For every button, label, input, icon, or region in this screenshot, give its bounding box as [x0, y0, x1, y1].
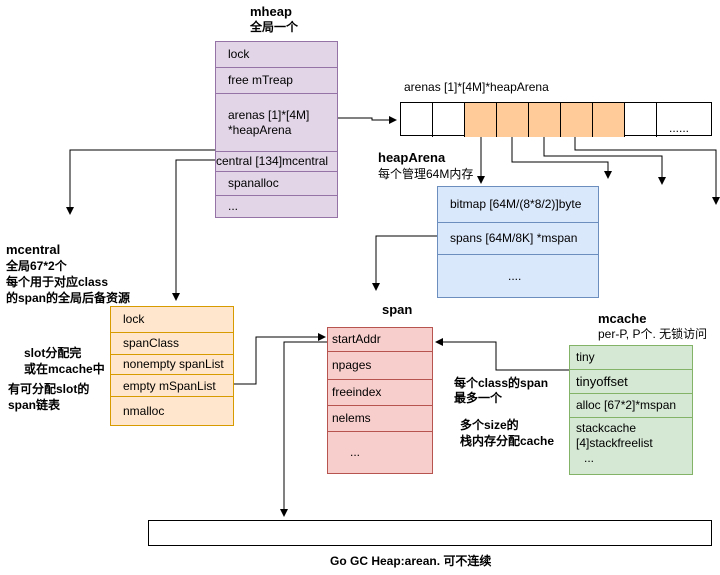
- mcentral-field-nmalloc: nmalloc: [123, 403, 165, 418]
- arena-slot-used: [465, 103, 497, 137]
- mcache-title: mcache: [598, 311, 647, 326]
- mcentral-struct-tail: nmalloc: [110, 396, 234, 426]
- mcache-note-1b: 最多一个: [454, 391, 503, 405]
- arenas-ellipsis: ......: [669, 121, 690, 135]
- mheap-field-lock: lock: [216, 42, 337, 68]
- mcentral-note-2a: 有可分配slot的: [8, 382, 90, 396]
- mcentral-desc-2: 每个用于对应class: [6, 275, 109, 289]
- gc-heap-bar: [148, 520, 712, 546]
- span-field-npages: npages: [328, 352, 432, 380]
- arenas-label: arenas [1]*[4M]*heapArena: [404, 80, 549, 94]
- mheap-struct: lock free mTreap arenas [1]*[4M] *heapAr…: [215, 41, 338, 218]
- mcache-field-alloc: alloc [67*2]*mspan: [570, 394, 692, 418]
- mheap-subtitle: 全局一个: [250, 20, 299, 34]
- arrow-central-to-mcentral: [172, 159, 215, 301]
- arrow-mheap-to-arenas: [338, 116, 397, 124]
- span-struct: startAddr npages freeindex nelems ...: [327, 327, 433, 474]
- mcache-field-tiny: tiny: [570, 346, 692, 370]
- mcentral-field-empty: empty mSpanList: [123, 378, 216, 393]
- arena-slot: [625, 103, 657, 137]
- arrow-span-to-heap: [280, 341, 327, 517]
- mcache-subtitle: per-P, P个. 无锁访问: [598, 327, 708, 341]
- heaparena-field-more: ....: [508, 268, 522, 283]
- mcentral-desc-3: 的span的全局后备资源: [6, 291, 131, 305]
- arrow-arena-fan-2: [543, 136, 666, 185]
- heaparena-subtitle: 每个管理64M内存: [378, 167, 474, 181]
- span-field-nelems: nelems: [328, 406, 432, 432]
- mcache-note-2a: 多个size的: [460, 418, 519, 432]
- mcentral-title: mcentral: [6, 242, 61, 257]
- arrow-spans-to-span: [372, 235, 437, 291]
- mheap-field-arenas: arenas [1]*[4M] *heapArena: [216, 94, 337, 152]
- arena-slot-used: [529, 103, 561, 137]
- mheap-field-free: free mTreap: [216, 68, 337, 94]
- arrow-mcache-to-span: [435, 338, 569, 371]
- heaparena-field-spans: spans [64M/8K] *mspan: [438, 223, 598, 255]
- arrow-mcentral-to-span: [233, 333, 326, 385]
- mcache-field-tinyoffset: tinyoffset: [570, 370, 692, 394]
- mcentral-struct: lock spanClass nonempty spanList empty m…: [110, 306, 234, 397]
- mcentral-note-1b: 或在mcache中: [24, 362, 105, 376]
- mcentral-field-lock: lock: [111, 307, 233, 333]
- span-field-startaddr: startAddr: [328, 328, 432, 352]
- arena-slot: [401, 103, 433, 137]
- heaparena-struct: bitmap [64M/(8*8/2)]byte spans [64M/8K] …: [437, 186, 599, 298]
- gc-heap-caption: Go GC Heap:arean. 可不连续: [330, 554, 492, 568]
- mcentral-desc-1: 全局67*2个: [6, 259, 67, 273]
- mcache-struct: tiny tinyoffset alloc [67*2]*mspan stack…: [569, 345, 693, 475]
- heaparena-field-bitmap: bitmap [64M/(8*8/2)]byte: [438, 187, 598, 223]
- mheap-field-more: ...: [228, 199, 239, 213]
- mcentral-note-2b: span链表: [8, 398, 61, 412]
- mheap-title: mheap: [250, 4, 292, 19]
- arrow-arena-fan-1: [511, 136, 612, 179]
- arena-slot-used: [561, 103, 593, 137]
- mcache-field-more: ...: [584, 450, 595, 465]
- arrow-mheap-left-down: [66, 149, 215, 215]
- arenas-array: ......: [400, 102, 712, 137]
- span-field-freeindex: freeindex: [328, 380, 432, 406]
- mcentral-note-1a: slot分配完: [24, 346, 82, 360]
- mheap-field-spanalloc: spanalloc: [216, 172, 337, 196]
- mcache-note-2b: 栈内存分配cache: [460, 434, 555, 448]
- arena-slot: [433, 103, 465, 137]
- arrow-arena-fan-3: [574, 136, 720, 205]
- mcentral-field-spanclass: spanClass: [111, 333, 233, 355]
- heaparena-title: heapArena: [378, 150, 446, 165]
- span-field-more: ...: [350, 445, 361, 459]
- span-title: span: [382, 302, 413, 317]
- arena-slot-used: [497, 103, 529, 137]
- mcache-field-stackcache: stackcache [4]stackfreelist: [576, 421, 653, 450]
- mcentral-field-nonempty: nonempty spanList: [111, 355, 233, 375]
- mcache-note-1a: 每个class的span: [454, 376, 549, 390]
- mheap-field-central: central [134]mcentral: [216, 152, 337, 172]
- arena-slot-used: [593, 103, 625, 137]
